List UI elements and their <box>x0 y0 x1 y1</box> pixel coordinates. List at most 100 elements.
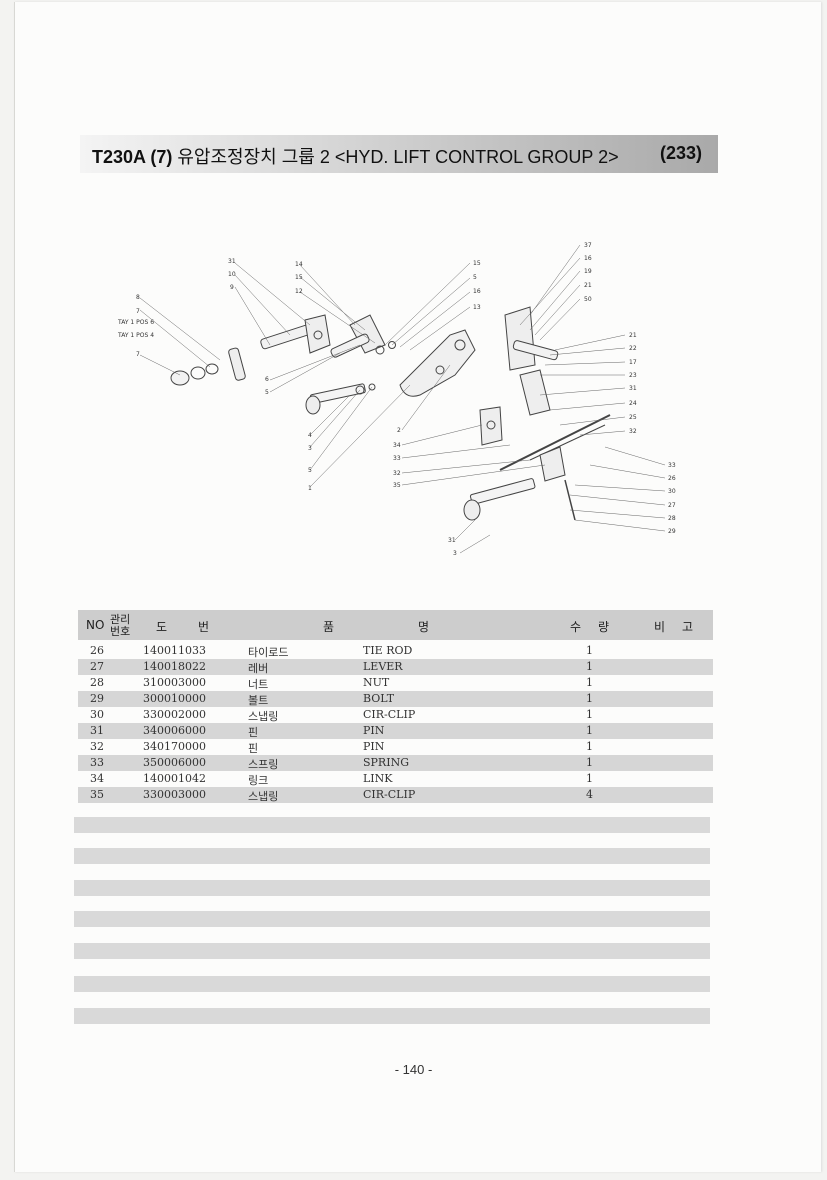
callout: 35 <box>393 482 401 489</box>
table-row: 35 330003000 스냅링 CIR-CLIP 4 <box>78 787 713 803</box>
empty-row-stripe <box>74 1008 710 1024</box>
header-qty-1: 수 <box>570 620 582 634</box>
empty-row-stripe <box>74 817 710 833</box>
row-name-ko: 스냅링 <box>248 710 279 723</box>
callout: TAY 1 POS 4 <box>117 332 154 339</box>
callout: 28 <box>668 515 676 522</box>
callout: 10 <box>228 271 236 278</box>
row-name-en: CIR-CLIP <box>363 708 416 721</box>
callout: 4 <box>308 432 312 439</box>
table-row: 32 340170000 핀 PIN 1 <box>78 739 713 755</box>
row-qty: 1 <box>586 708 593 721</box>
row-no: 29 <box>90 692 104 705</box>
row-name-ko: 레버 <box>248 662 269 675</box>
callout: 31 <box>629 385 637 392</box>
page-number: - 140 - <box>394 1062 433 1077</box>
row-qty: 1 <box>586 660 593 673</box>
callout: 26 <box>668 475 676 482</box>
callout: 5 <box>473 274 477 281</box>
empty-row-stripe <box>74 880 710 896</box>
callout: 13 <box>473 304 481 311</box>
table-row: 31 340006000 핀 PIN 1 <box>78 723 713 739</box>
row-qty: 1 <box>586 692 593 705</box>
callout: 21 <box>584 282 592 289</box>
callout: 5 <box>265 389 269 396</box>
row-name-en: PIN <box>363 724 385 737</box>
row-qty: 4 <box>586 788 593 801</box>
row-name-en: TIE ROD <box>363 644 413 657</box>
callout: 5 <box>308 467 312 474</box>
table-row: 28 310003000 너트 NUT 1 <box>78 675 713 691</box>
row-part-number: 330002000 <box>143 708 206 721</box>
row-no: 32 <box>90 740 104 753</box>
callout: 30 <box>668 488 676 495</box>
callout: 24 <box>629 400 637 407</box>
empty-row-stripe <box>74 911 710 927</box>
callout: TAY 1 POS 6 <box>117 319 154 326</box>
callout: 22 <box>629 345 637 352</box>
row-no: 35 <box>90 788 104 801</box>
header-remarks-1: 비 <box>654 620 666 634</box>
header-no: NO <box>86 618 105 632</box>
row-name-ko: 링크 <box>248 774 269 787</box>
row-name-en: LINK <box>363 772 393 785</box>
table-row: 34 140001042 링크 LINK 1 <box>78 771 713 787</box>
row-qty: 1 <box>586 644 593 657</box>
row-part-number: 140001042 <box>143 772 206 785</box>
row-part-number: 140018022 <box>143 660 206 673</box>
header-remarks-2: 고 <box>682 620 694 634</box>
row-part-number: 350006000 <box>143 756 206 769</box>
row-qty: 1 <box>586 676 593 689</box>
table-row: 30 330002000 스냅링 CIR-CLIP 1 <box>78 707 713 723</box>
group-number: (233) <box>659 143 702 163</box>
callout: 27 <box>668 502 676 509</box>
row-no: 26 <box>90 644 104 657</box>
row-part-number: 140011033 <box>143 644 206 657</box>
row-no: 28 <box>90 676 104 689</box>
row-no: 27 <box>90 660 104 673</box>
row-qty: 1 <box>586 756 593 769</box>
callout: 15 <box>295 274 303 281</box>
header-part-no-2: 번 <box>198 620 210 634</box>
header-qty-2: 량 <box>598 620 610 634</box>
row-name-ko: 너트 <box>248 678 269 691</box>
row-name-en: CIR-CLIP <box>363 788 416 801</box>
callout: 29 <box>668 528 676 535</box>
row-qty: 1 <box>586 772 593 785</box>
page-sheet <box>14 2 821 1172</box>
callout: 23 <box>629 372 637 379</box>
row-part-number: 330003000 <box>143 788 206 801</box>
callout: 31 <box>228 258 236 265</box>
header-mgmt-top: 관리 <box>110 613 131 626</box>
callout-labels: 31 10 9 8 7 TAY 1 POS 6 TAY 1 POS 4 7 6 … <box>117 242 676 557</box>
row-qty: 1 <box>586 724 593 737</box>
callout: 2 <box>397 427 401 434</box>
callout: 33 <box>668 462 676 469</box>
title-bar: T230A (7) 유압조정장치 그룹 2 <HYD. LIFT CONTROL… <box>80 135 718 173</box>
callout: 21 <box>629 332 637 339</box>
callout: 3 <box>308 445 312 452</box>
title-korean: 유압조정장치 그룹 2 <box>177 147 330 167</box>
title-english: <HYD. LIFT CONTROL GROUP 2> <box>334 147 619 167</box>
callout: 34 <box>393 442 401 449</box>
callout: 9 <box>230 284 234 291</box>
row-no: 30 <box>90 708 104 721</box>
row-qty: 1 <box>586 740 593 753</box>
row-part-number: 340170000 <box>143 740 206 753</box>
empty-row-stripe <box>74 976 710 992</box>
row-name-ko: 스프링 <box>248 758 279 771</box>
model-code: T230A (7) <box>92 147 173 167</box>
header-part-no-1: 도 <box>156 620 168 634</box>
header-name-1: 품 <box>323 620 335 634</box>
parts-table-body: 26 140011033 타이로드 TIE ROD 1 27 140018022… <box>78 643 713 803</box>
parts-table-header: NO 관리 번호 도 번 품 명 수 량 비 고 <box>78 610 713 640</box>
row-name-ko: 핀 <box>248 742 259 755</box>
header-mgmt-bottom: 번호 <box>110 625 131 638</box>
row-part-number: 340006000 <box>143 724 206 737</box>
callout: 50 <box>584 296 592 303</box>
empty-row-stripe <box>74 943 710 959</box>
row-name-ko: 스냅링 <box>248 790 279 803</box>
callout: 7 <box>136 351 140 358</box>
row-name-ko: 타이로드 <box>248 646 289 659</box>
row-name-ko: 볼트 <box>248 694 269 707</box>
